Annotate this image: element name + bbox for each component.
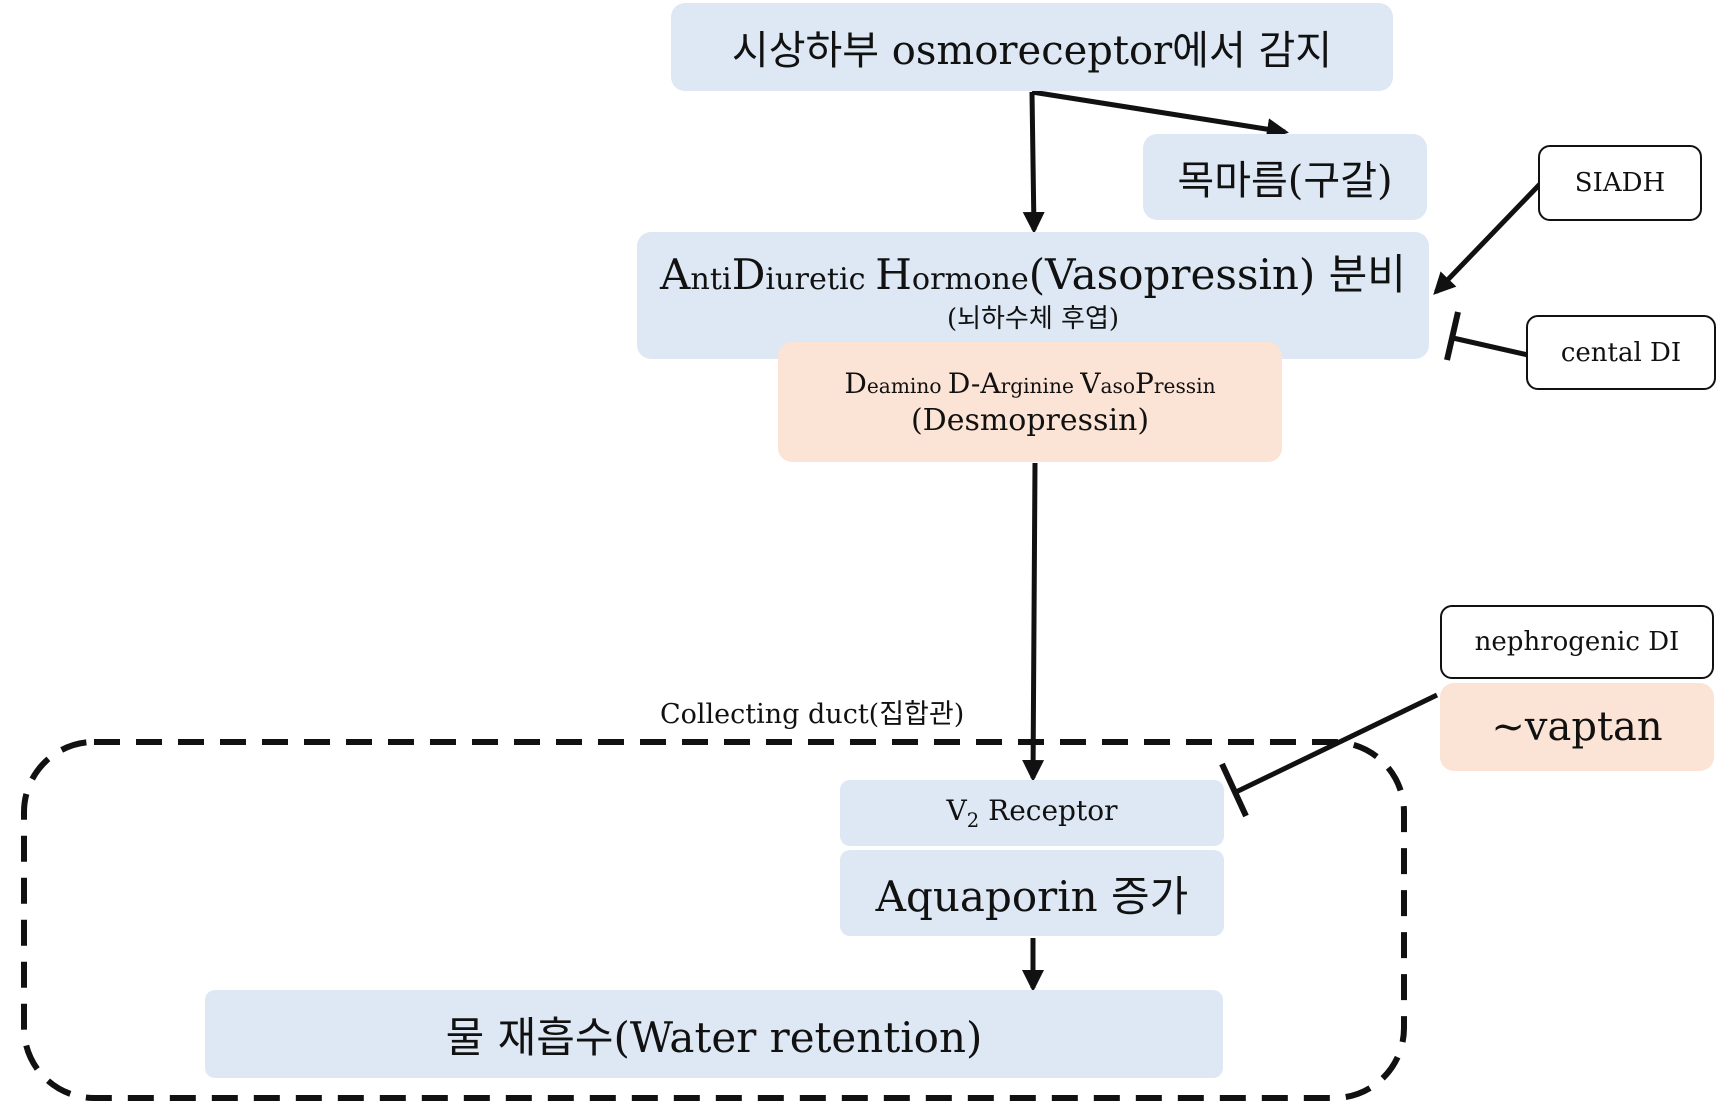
nephrogenic-di-label: nephrogenic DI xyxy=(1474,627,1680,657)
nephrogenic-di-node: nephrogenic DI xyxy=(1440,605,1714,679)
arrow-adh-to-v2 xyxy=(1022,462,1045,782)
adh-label-part: D xyxy=(731,250,766,299)
vaptan-node: ~vaptan xyxy=(1440,683,1714,771)
desmopressin-label-part: ressin xyxy=(1153,374,1216,399)
desmopressin-label-part: D-A xyxy=(947,367,1001,401)
inhibit-central-di-bar xyxy=(1444,311,1461,361)
v2-receptor-label: V2 Receptor xyxy=(946,794,1118,832)
adh-label-part: H xyxy=(875,250,912,299)
desmopressin-label: Deamino D-Arginine VasoPressin xyxy=(844,366,1215,402)
inhibit-central-di xyxy=(1452,335,1529,358)
adh-label-part: nti xyxy=(690,262,732,297)
inhibit-nephrogenic-bar xyxy=(1219,762,1249,818)
thirst-label: 목마름(구갈) xyxy=(1177,158,1393,204)
arrow-osmo-to-thirst xyxy=(1031,89,1289,141)
vaptan-label: ~vaptan xyxy=(1491,704,1663,750)
aquaporin-label: Aquaporin 증가 xyxy=(875,871,1189,921)
arrow-siadh-to-adh xyxy=(1433,182,1542,295)
desmopressin-label-part: P xyxy=(1135,367,1154,401)
desmopressin-label-part: rginine xyxy=(1000,374,1081,399)
water-retention-node: 물 재흡수(Water retention) xyxy=(205,990,1223,1078)
siadh-label: SIADH xyxy=(1574,168,1666,198)
collecting-duct-label: Collecting duct(집합관) xyxy=(660,699,965,730)
adh-label-part: iuretic xyxy=(765,262,876,297)
adh-sublabel: (뇌하수체 후엽) xyxy=(946,304,1120,335)
adh-label: AntiDiuretic Hormone(Vasopressin) 분비 xyxy=(660,250,1406,299)
siadh-node: SIADH xyxy=(1538,145,1702,221)
desmopressin-label-part: aso xyxy=(1100,374,1136,399)
water-retention-label: 물 재흡수(Water retention) xyxy=(445,1012,983,1062)
desmopressin-sublabel: (Desmopressin) xyxy=(910,402,1150,438)
desmopressin-label-part: V xyxy=(1080,367,1101,401)
adh-label-part: ormone xyxy=(911,262,1029,297)
adh-label-part: (Vasopressin) 분비 xyxy=(1028,250,1406,299)
aquaporin-node: Aquaporin 증가 xyxy=(840,850,1224,936)
adh-node: AntiDiuretic Hormone(Vasopressin) 분비 (뇌하… xyxy=(637,232,1429,359)
desmopressin-node: Deamino D-Arginine VasoPressin (Desmopre… xyxy=(778,342,1282,462)
osmoreceptor-node: 시상하부 osmoreceptor에서 감지 xyxy=(671,3,1393,91)
central-di-label: cental DI xyxy=(1560,337,1682,368)
thirst-node: 목마름(구갈) xyxy=(1143,134,1427,220)
v2-receptor-node: V2 Receptor xyxy=(840,780,1224,846)
inhibit-nephrogenic xyxy=(1234,692,1439,795)
central-di-node: cental DI xyxy=(1526,315,1716,390)
arrow-osmo-to-adh xyxy=(1022,91,1045,234)
desmopressin-label-part: eamino xyxy=(866,374,948,399)
desmopressin-label-part: D xyxy=(844,367,867,401)
collecting-duct-boundary xyxy=(21,739,1407,1101)
osmoreceptor-label: 시상하부 osmoreceptor에서 감지 xyxy=(731,28,1333,74)
adh-label-part: A xyxy=(660,250,691,299)
